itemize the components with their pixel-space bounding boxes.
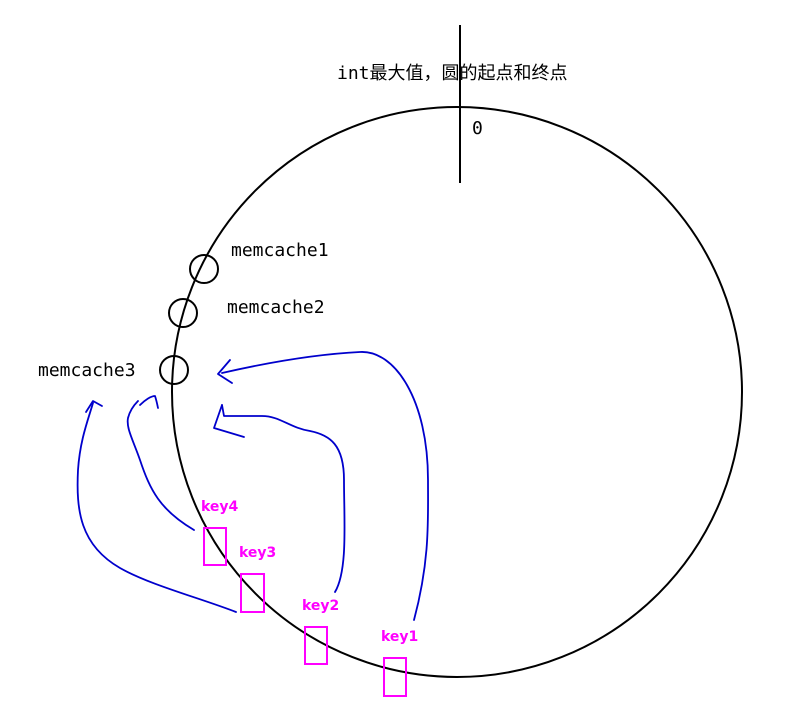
arrow-path: [221, 404, 346, 593]
node-memcache1: memcache1: [189, 240, 329, 284]
arrow-head: [139, 395, 159, 409]
key-label: key3: [239, 545, 276, 561]
key-key3: key3: [239, 545, 276, 613]
arrow-path: [126, 400, 195, 531]
node-memcache2: memcache2: [168, 297, 325, 328]
node-marker: [168, 298, 198, 328]
hash-ring: [171, 106, 743, 678]
key-marker: [383, 657, 407, 697]
key-key4: key4: [201, 499, 239, 566]
node-label: memcache2: [227, 297, 325, 318]
node-label: memcache3: [38, 360, 136, 381]
arrow-head: [213, 404, 245, 438]
arrow-head: [85, 400, 103, 413]
key2-to-memcache3-arrow: [213, 404, 346, 593]
key-key2: key2: [302, 598, 339, 665]
key-marker: [240, 573, 265, 613]
key-marker: [304, 626, 328, 665]
node-marker: [159, 355, 189, 385]
key-label: key1: [381, 629, 418, 645]
node-marker: [189, 254, 219, 284]
ring-zero-label: 0: [472, 118, 483, 139]
key4-to-memcache3-arrow: [126, 395, 195, 531]
ring-boundary-label: int最大值，圆的起点和终点: [337, 63, 568, 84]
arrow-path: [76, 402, 237, 613]
key-label: key2: [302, 598, 339, 614]
key-marker: [203, 527, 227, 566]
key1-to-memcache3-arrow: [217, 351, 429, 621]
arrow-path: [221, 351, 429, 621]
key-key1: key1: [381, 629, 418, 697]
key3-to-memcache3-arrow: [76, 400, 237, 613]
node-label: memcache1: [231, 240, 329, 261]
arrow-head: [217, 359, 233, 384]
key-label: key4: [201, 499, 239, 515]
node-memcache3: memcache3: [38, 355, 189, 385]
